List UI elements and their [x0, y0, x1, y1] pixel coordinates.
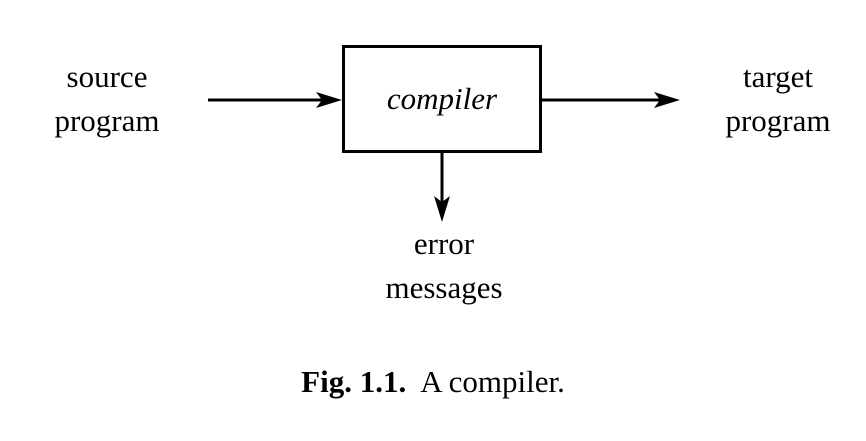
source-label-line1: source: [66, 59, 148, 94]
compiler-label: compiler: [386, 81, 498, 116]
figure-caption-text: A compiler.: [420, 364, 565, 399]
error-label-line2: messages: [385, 270, 503, 305]
input-arrow: [208, 92, 342, 108]
source-program-label: source program: [42, 55, 172, 143]
figure-caption: Fig. 1.1. A compiler.: [0, 364, 866, 400]
error-label-line1: error: [413, 226, 475, 261]
target-program-label: target program: [710, 55, 846, 143]
source-label-line2: program: [54, 103, 160, 138]
error-messages-label: error messages: [364, 222, 524, 310]
figure-number: Fig. 1.1.: [301, 364, 407, 399]
target-label-line1: target: [742, 59, 813, 94]
compiler-box: compiler: [342, 45, 542, 153]
output-arrow: [542, 92, 680, 108]
error-arrow: [434, 153, 450, 222]
target-label-line2: program: [725, 103, 831, 138]
